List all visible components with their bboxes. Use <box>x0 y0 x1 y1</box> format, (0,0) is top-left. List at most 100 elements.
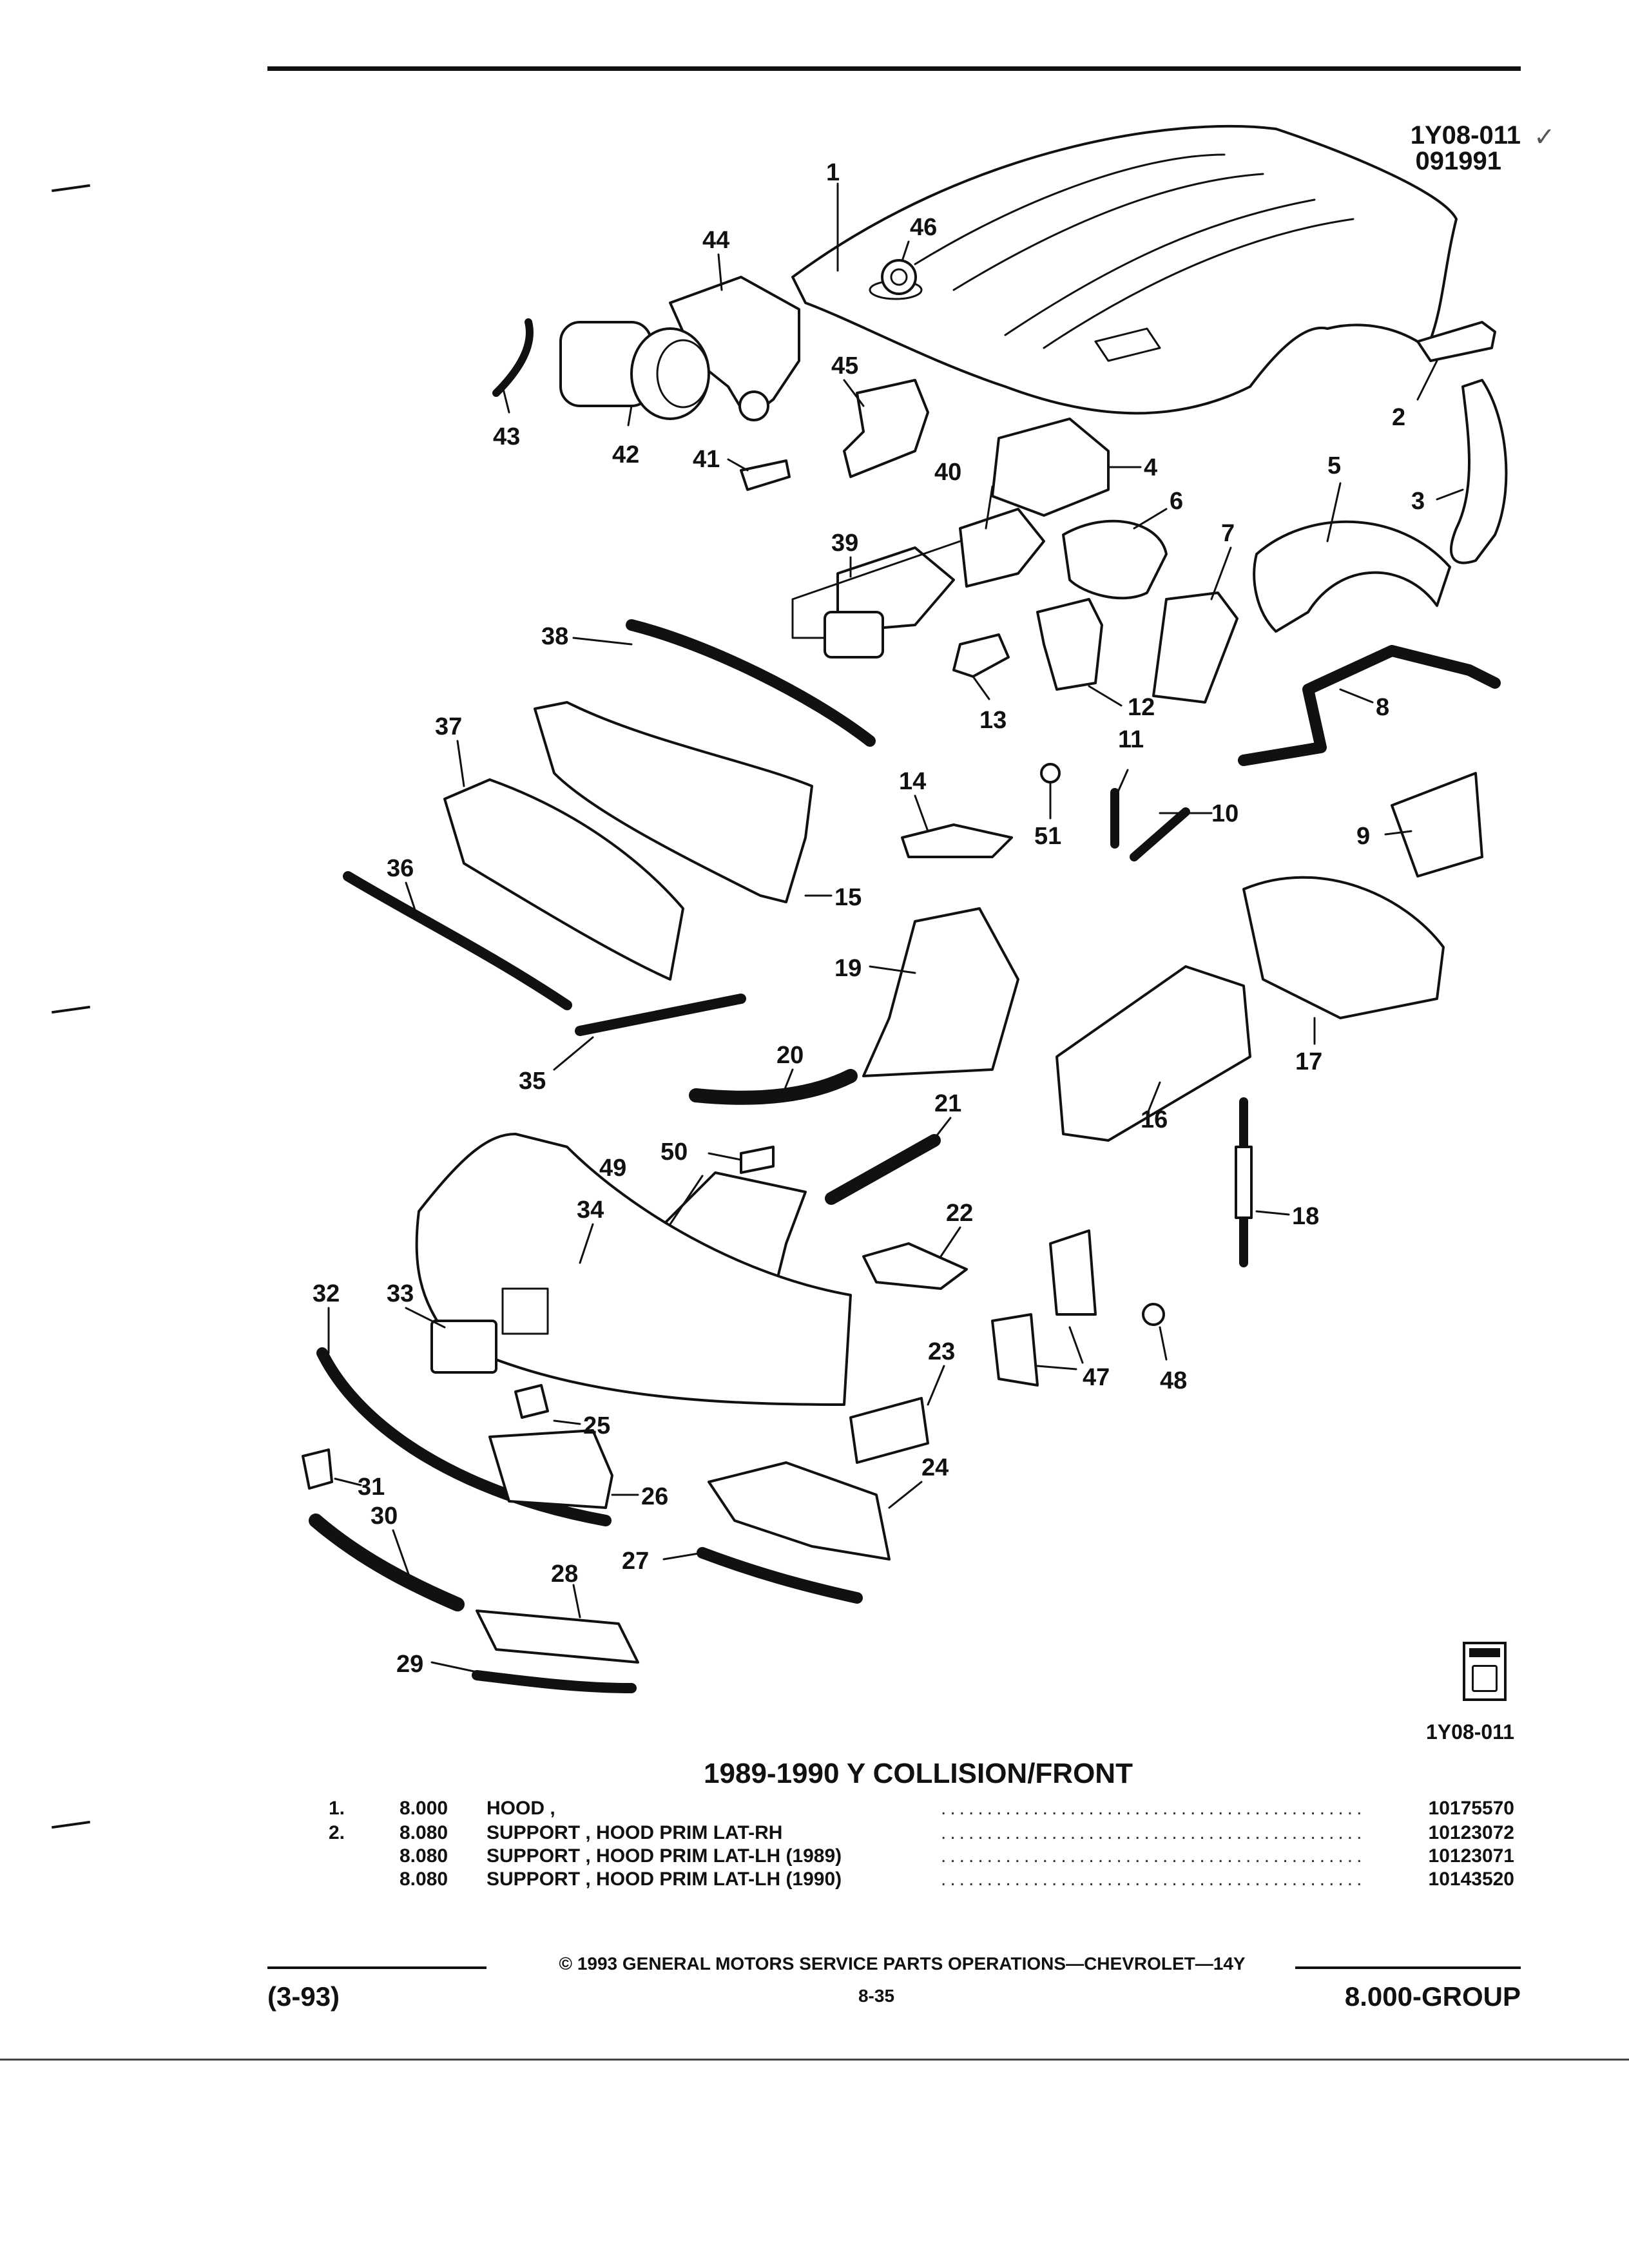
rod-8-part <box>1238 645 1501 766</box>
panel-19-part <box>862 907 1019 1077</box>
bracket-14-part <box>901 823 1013 858</box>
part-number: 10143520 <box>1428 1869 1514 1890</box>
bracket-pulley <box>738 390 769 421</box>
lamp-47b-part <box>991 1313 1039 1387</box>
lamp-47a-part <box>1049 1229 1097 1316</box>
callout-47: 47 <box>1083 1364 1110 1391</box>
callout-46: 46 <box>910 214 937 241</box>
duct-39b-part <box>824 611 884 658</box>
callout-10: 10 <box>1211 800 1239 827</box>
revision-code: (3-93) <box>267 1981 340 2012</box>
group-code: 8.000-GROUP <box>1344 1981 1521 2012</box>
parts-row: 1. 8.000 HOOD , ........................… <box>322 1796 1514 1821</box>
seal-38-part <box>626 619 876 747</box>
clip-31-part <box>302 1448 333 1490</box>
callout-8: 8 <box>1376 694 1389 721</box>
bracket-25-part <box>514 1384 549 1419</box>
callout-32: 32 <box>313 1280 340 1307</box>
panel-9-part <box>1391 772 1483 878</box>
part-description: SUPPORT , HOOD PRIM LAT-RH <box>487 1822 783 1843</box>
callout-1: 1 <box>826 159 840 186</box>
strip-20-part <box>689 1069 858 1105</box>
callout-40: 40 <box>934 459 961 486</box>
strip-28-part <box>476 1610 639 1664</box>
part-group: 8.080 <box>400 1822 448 1843</box>
strip-32-part <box>316 1347 612 1526</box>
bracket-45-part <box>843 379 929 478</box>
callout-27: 27 <box>622 1548 649 1575</box>
bracket-12-part <box>1036 598 1103 691</box>
plate-33-part <box>430 1320 497 1374</box>
part-number: 10175570 <box>1428 1798 1514 1819</box>
section-title: 1989-1990 Y COLLISION/FRONT <box>704 1758 1133 1789</box>
callout-51: 51 <box>1034 823 1061 850</box>
strip-27-part <box>697 1547 863 1604</box>
part-number: 10123071 <box>1428 1845 1514 1867</box>
leader-dots: ........................................… <box>941 1869 1366 1890</box>
date-code: 091991 <box>1415 147 1501 175</box>
copyright-line: © 1993 GENERAL MOTORS SERVICE PARTS OPER… <box>559 1954 1246 1974</box>
callout-3: 3 <box>1411 488 1425 515</box>
callout-6: 6 <box>1170 488 1183 515</box>
callout-31: 31 <box>358 1474 385 1501</box>
callout-30: 30 <box>371 1503 398 1530</box>
callout-38: 38 <box>541 623 568 650</box>
leader-dots: ........................................… <box>941 1798 1366 1819</box>
parts-row: 8.080 SUPPORT , HOOD PRIM LAT-LH (1990) … <box>322 1867 1514 1892</box>
callout-36: 36 <box>387 855 414 882</box>
strip-36-part <box>343 871 572 1010</box>
parts-row: 2. 8.080 SUPPORT , HOOD PRIM LAT-RH ....… <box>322 1821 1514 1845</box>
callout-43: 43 <box>493 423 520 450</box>
callout-33: 33 <box>387 1280 414 1307</box>
callout-48: 48 <box>1160 1367 1187 1394</box>
leader-dots: ........................................… <box>941 1845 1366 1867</box>
strip-29-part <box>472 1670 637 1693</box>
part-group: 8.000 <box>400 1798 448 1819</box>
figure-code: 1Y08-011 <box>1410 121 1521 149</box>
panel-7-part <box>1152 591 1239 704</box>
callout-14: 14 <box>899 768 926 795</box>
callout-29: 29 <box>396 1651 423 1678</box>
bracket-23-part <box>849 1397 929 1464</box>
callout-42: 42 <box>612 441 639 468</box>
duct-6-part <box>1062 519 1168 600</box>
callout-45: 45 <box>831 352 858 380</box>
callout-25: 25 <box>583 1412 610 1439</box>
bolt-51-part <box>1040 763 1061 783</box>
footer-rule-right <box>1295 1966 1521 1969</box>
callout-28: 28 <box>551 1561 578 1588</box>
callout-17: 17 <box>1295 1048 1322 1075</box>
callout-24: 24 <box>921 1454 949 1481</box>
wheelhouse-17-part <box>1242 876 1445 1019</box>
fender-panel-part <box>1449 379 1508 564</box>
callout-34: 34 <box>577 1196 604 1224</box>
page-number: 8-35 <box>858 1986 895 2006</box>
leader-lines <box>327 182 1464 1673</box>
callout-16: 16 <box>1141 1106 1168 1133</box>
callout-13: 13 <box>979 707 1007 734</box>
bracket-30-part <box>309 1514 465 1611</box>
callout-41: 41 <box>693 446 720 473</box>
hood-emblem-part <box>881 259 917 295</box>
part-number: 10123072 <box>1428 1822 1514 1843</box>
callout-9: 9 <box>1356 823 1370 850</box>
bracket-13-part <box>952 633 1010 678</box>
strut-18-body <box>1235 1146 1253 1219</box>
callout-19: 19 <box>834 955 862 982</box>
duct-4-part <box>991 418 1110 517</box>
callout-18: 18 <box>1292 1203 1319 1230</box>
callout-22: 22 <box>946 1200 973 1227</box>
part-description: SUPPORT , HOOD PRIM LAT-LH (1990) <box>487 1869 842 1890</box>
panel-15-part <box>534 701 813 903</box>
support-16-part <box>1055 965 1251 1142</box>
callout-23: 23 <box>928 1338 955 1365</box>
strip-35-part <box>575 994 746 1036</box>
callout-20: 20 <box>776 1042 804 1069</box>
callout-37: 37 <box>435 713 462 740</box>
sensor-41-part <box>740 459 791 491</box>
part-group: 8.080 <box>400 1845 448 1867</box>
bolt-48-part <box>1142 1303 1165 1326</box>
stamp-mark: ✓ <box>1534 123 1556 151</box>
parts-row: 8.080 SUPPORT , HOOD PRIM LAT-LH (1989) … <box>322 1844 1514 1869</box>
callout-12: 12 <box>1128 694 1155 721</box>
